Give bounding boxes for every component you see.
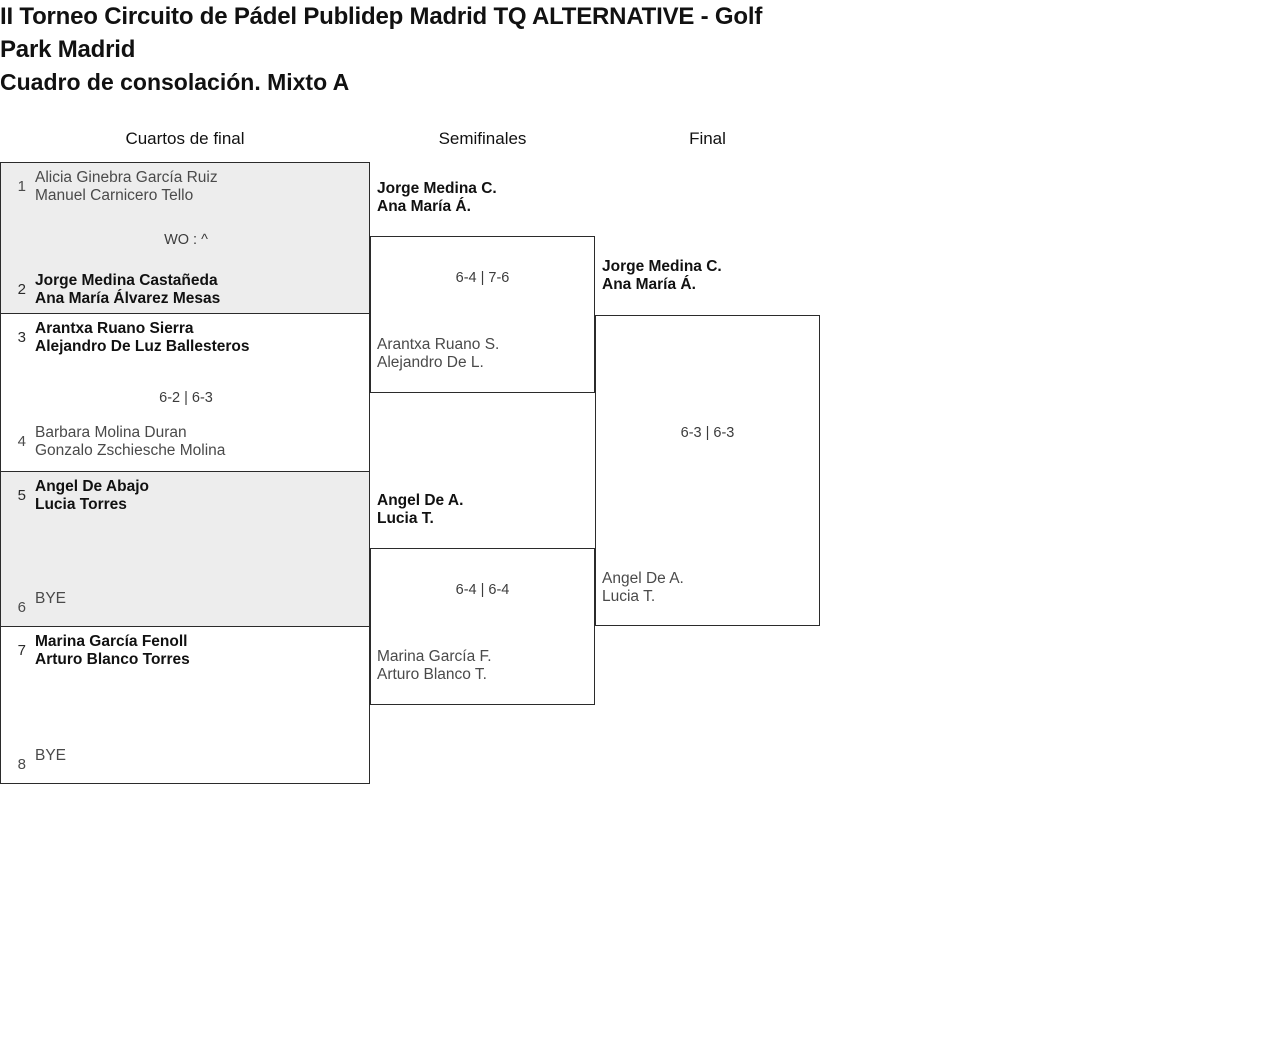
player-name-1: Jorge Medina C. — [602, 258, 722, 275]
player-name-1: Barbara Molina Duran — [35, 424, 187, 441]
match-team-top[interactable]: 1 Alicia Ginebra García Ruiz Manuel Carn… — [1, 169, 371, 205]
player-name-1: Arantxa Ruano Sierra — [35, 320, 194, 337]
player-name-2: Arturo Blanco T. — [377, 666, 487, 683]
player-name-1: Angel De A. — [377, 492, 464, 509]
team-names: Jorge Medina Castañeda Ana María Álvarez… — [26, 272, 220, 308]
match-team-bottom[interactable]: 6 BYE — [1, 590, 371, 617]
semifinal-2-team-top[interactable]: Angel De A. Lucia T. — [377, 492, 597, 528]
match-team-top[interactable]: 5 Angel De Abajo Lucia Torres — [1, 478, 371, 514]
seed-number: 6 — [17, 599, 26, 616]
semifinal-1-team-bottom[interactable]: Arantxa Ruano S. Alejandro De L. — [377, 336, 597, 372]
player-name-1: Jorge Medina Castañeda — [35, 272, 218, 289]
match-score: WO : ^ — [164, 232, 208, 248]
player-name-2: Lucia T. — [377, 510, 434, 527]
seed-number: 1 — [17, 178, 26, 195]
player-name-1: Marina García F. — [377, 648, 492, 665]
round-header-quarterfinals: Cuartos de final — [125, 129, 245, 148]
match-team-top[interactable]: 7 Marina García Fenoll Arturo Blanco Tor… — [1, 633, 371, 669]
player-name-1: BYE — [35, 747, 67, 764]
team-names: Arantxa Ruano Sierra Alejandro De Luz Ba… — [26, 320, 249, 356]
quarterfinal-match-1[interactable]: 1 Alicia Ginebra García Ruiz Manuel Carn… — [0, 162, 370, 314]
player-name-1: BYE — [35, 590, 67, 607]
player-name-2: Ana María Á. — [377, 198, 471, 215]
tournament-title-line-2: Park Madrid — [0, 36, 136, 63]
match-score: 6-3 | 6-3 — [680, 425, 735, 441]
player-name-1: Jorge Medina C. — [377, 180, 497, 197]
tournament-title-block: II Torneo Circuito de Pádel Publidep Mad… — [0, 0, 900, 99]
player-name-2: Gonzalo Zschiesche Molina — [35, 442, 226, 459]
bracket-subtitle: Cuadro de consolación. Mixto A — [0, 69, 350, 95]
match-team-top[interactable]: 3 Arantxa Ruano Sierra Alejandro De Luz … — [1, 320, 371, 356]
quarterfinal-match-3[interactable]: 5 Angel De Abajo Lucia Torres 6 BYE — [0, 471, 370, 627]
quarterfinal-match-2[interactable]: 3 Arantxa Ruano Sierra Alejandro De Luz … — [0, 313, 370, 472]
player-name-2: Manuel Carnicero Tello — [35, 187, 194, 204]
semifinal-1-team-top[interactable]: Jorge Medina C. Ana María Á. — [377, 180, 597, 216]
final-team-top[interactable]: Jorge Medina C. Ana María Á. — [602, 258, 822, 294]
team-names: BYE — [26, 747, 66, 765]
team-names: Marina García Fenoll Arturo Blanco Torre… — [26, 633, 190, 669]
match-score: 6-4 | 6-4 — [455, 582, 510, 598]
semifinal-match-2[interactable] — [370, 548, 595, 705]
match-score: 6-4 | 7-6 — [455, 270, 510, 286]
team-names: Alicia Ginebra García Ruiz Manuel Carnic… — [26, 169, 218, 205]
semifinal-match-1[interactable] — [370, 236, 595, 393]
team-names: Angel De Abajo Lucia Torres — [26, 478, 149, 514]
player-name-2: Arturo Blanco Torres — [35, 651, 190, 668]
quarterfinal-match-4[interactable]: 7 Marina García Fenoll Arturo Blanco Tor… — [0, 626, 370, 784]
match-team-bottom[interactable]: 8 BYE — [1, 747, 371, 774]
player-name-1: Angel De A. — [602, 570, 684, 587]
final-team-bottom[interactable]: Angel De A. Lucia T. — [602, 570, 822, 606]
player-name-2: Ana María Á. — [602, 276, 696, 293]
player-name-2: Alejandro De Luz Ballesteros — [35, 338, 250, 355]
player-name-1: Alicia Ginebra García Ruiz — [35, 169, 218, 186]
player-name-2: Lucia Torres — [35, 496, 127, 513]
match-score: 6-2 | 6-3 — [159, 390, 213, 406]
semifinal-2-team-bottom[interactable]: Marina García F. Arturo Blanco T. — [377, 648, 597, 684]
player-name-1: Marina García Fenoll — [35, 633, 188, 650]
player-name-1: Arantxa Ruano S. — [377, 336, 500, 353]
seed-number: 2 — [17, 281, 26, 298]
tournament-title-line-1: II Torneo Circuito de Pádel Publidep Mad… — [0, 3, 763, 30]
seed-number: 5 — [17, 487, 26, 504]
match-team-bottom[interactable]: 4 Barbara Molina Duran Gonzalo Zschiesch… — [1, 424, 371, 460]
seed-number: 3 — [17, 329, 26, 346]
round-header-final: Final — [689, 129, 726, 148]
seed-number: 7 — [17, 642, 26, 659]
final-match[interactable] — [595, 315, 820, 626]
team-names: Barbara Molina Duran Gonzalo Zschiesche … — [26, 424, 225, 460]
team-names: BYE — [26, 590, 66, 608]
seed-number: 4 — [17, 433, 26, 450]
round-header-semifinals: Semifinales — [438, 129, 527, 148]
player-name-1: Angel De Abajo — [35, 478, 149, 495]
match-team-bottom[interactable]: 2 Jorge Medina Castañeda Ana María Álvar… — [1, 272, 371, 308]
player-name-2: Ana María Álvarez Mesas — [35, 290, 221, 307]
seed-number: 8 — [17, 756, 26, 773]
player-name-2: Lucia T. — [602, 588, 656, 605]
player-name-2: Alejandro De L. — [377, 354, 484, 371]
